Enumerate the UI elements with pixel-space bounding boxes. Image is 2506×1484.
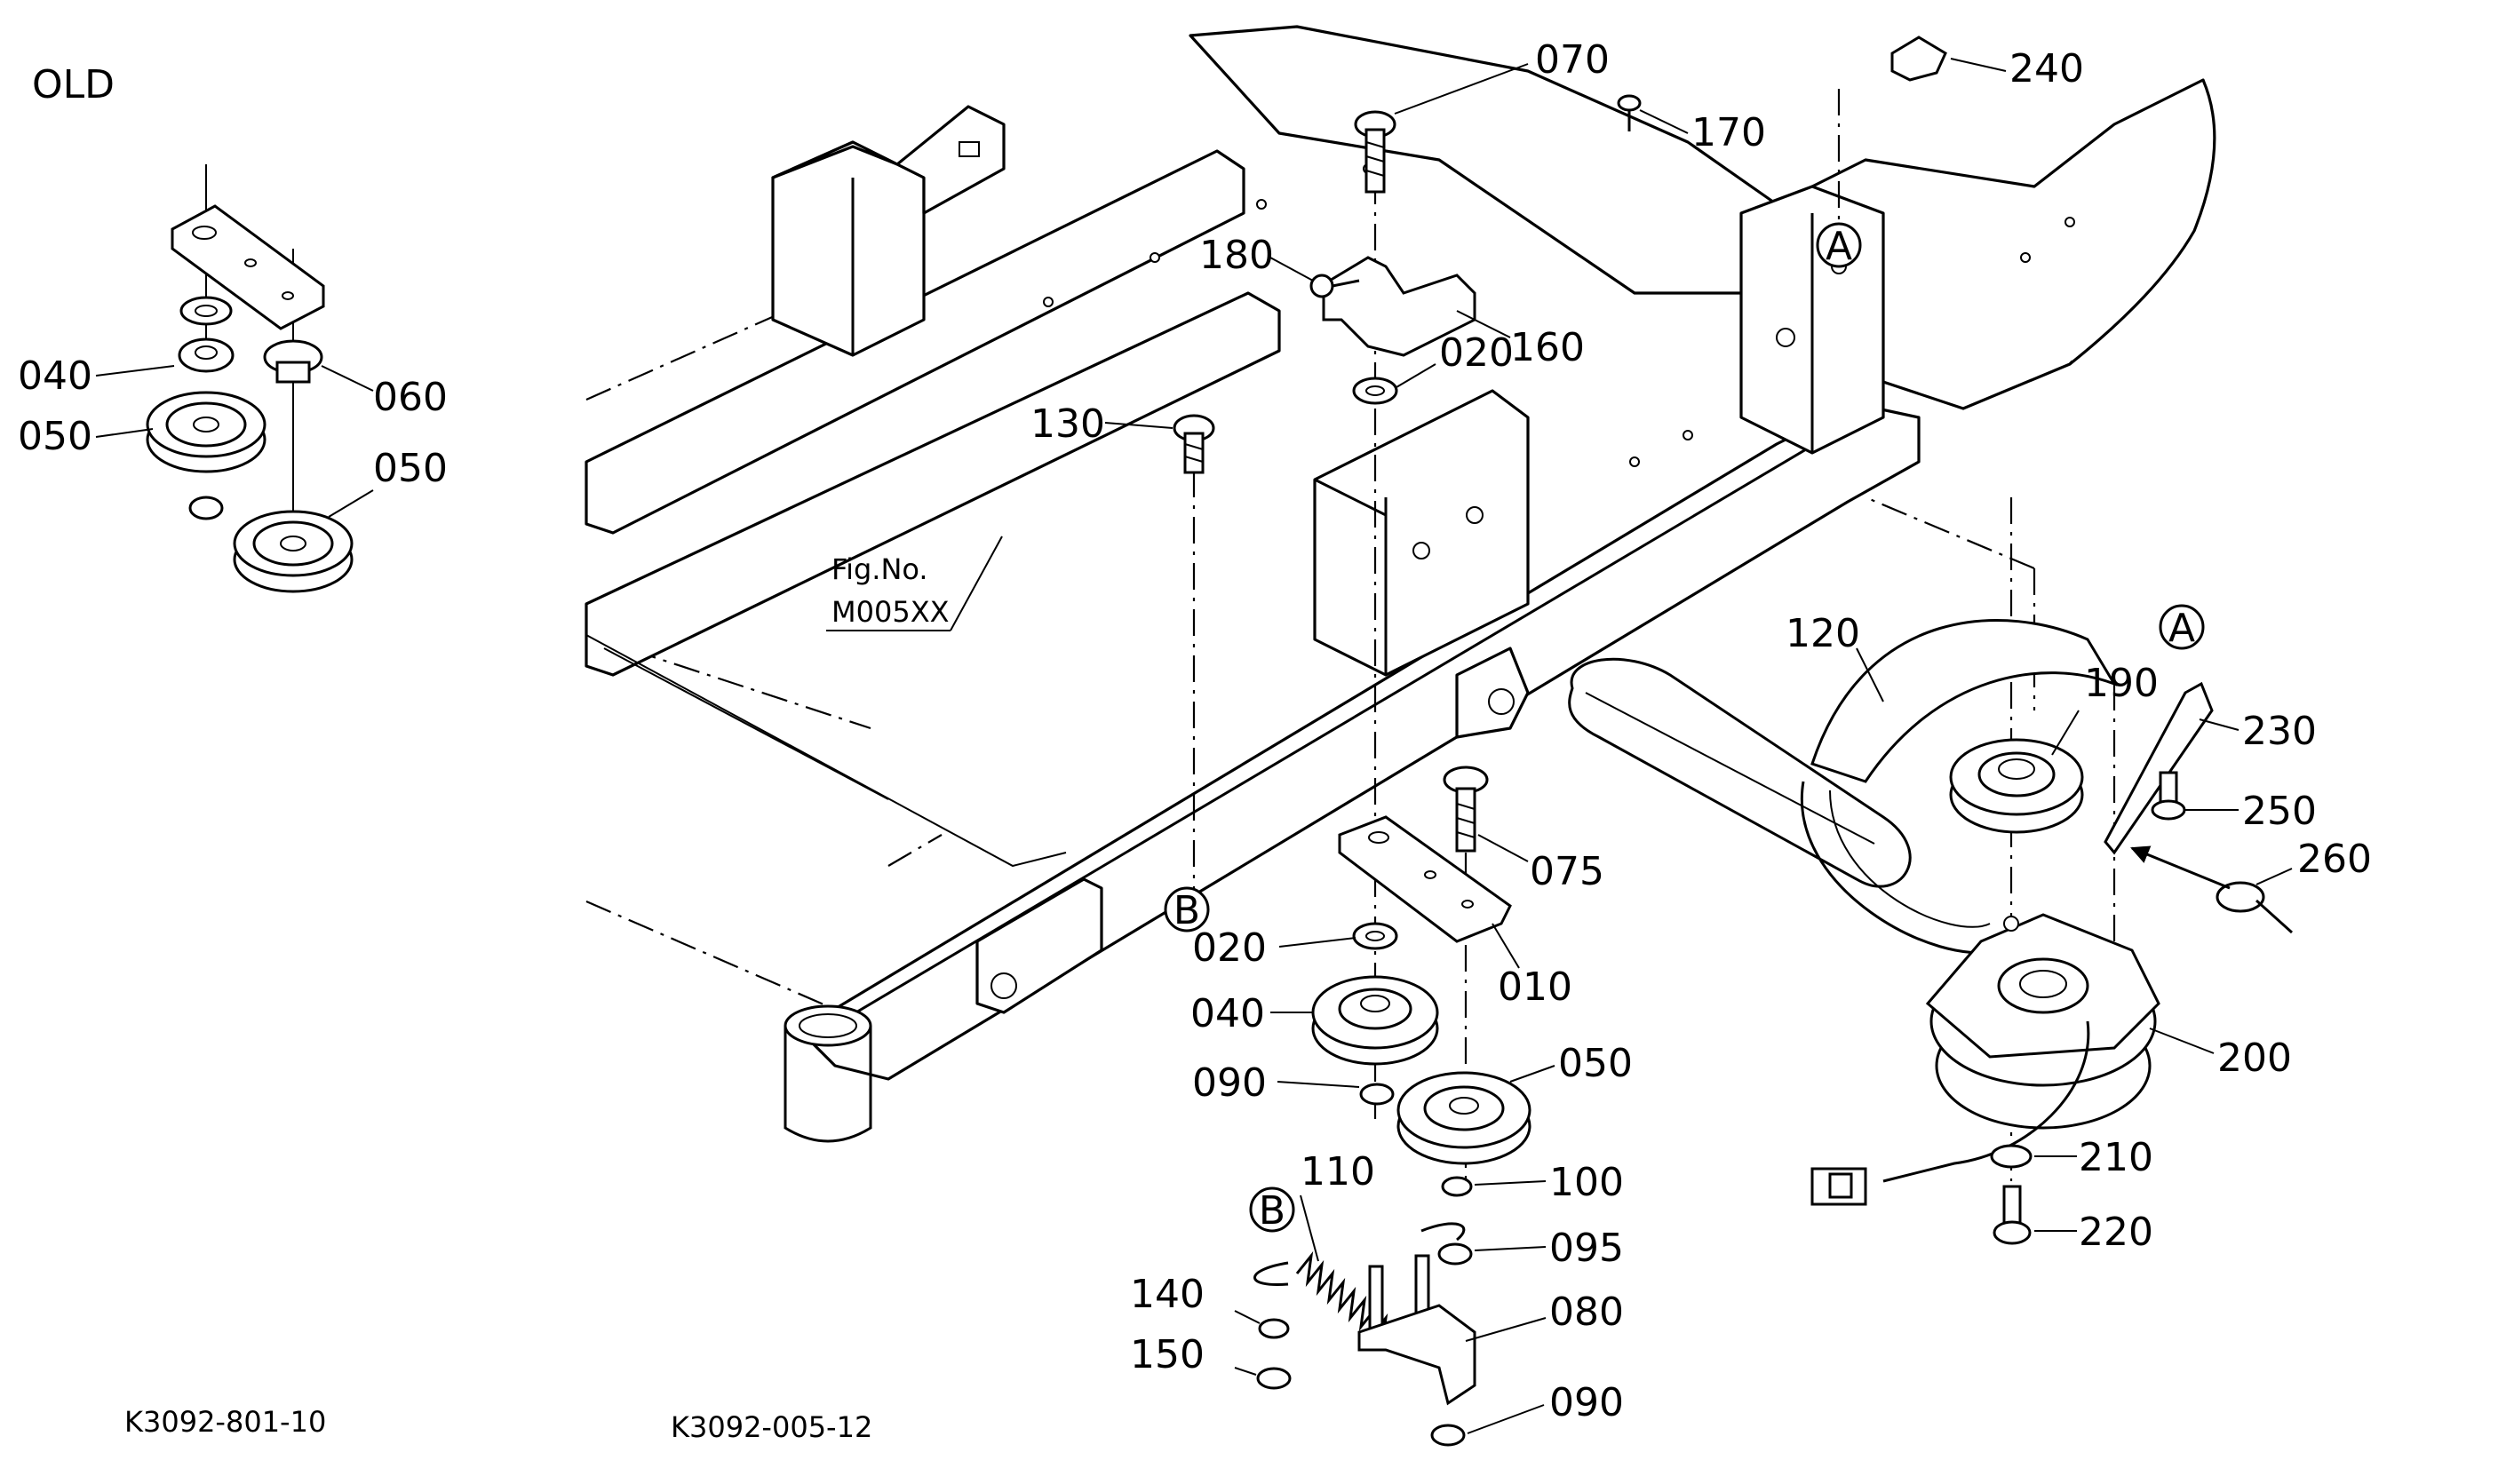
callout-old-050-lower: 050 [373,446,448,491]
callout-160: 160 [1510,325,1585,370]
nut-150 [1256,1367,1292,1390]
mower-frame [585,25,2216,1143]
nut-100 [1441,1176,1473,1197]
pulley-040 [1311,975,1439,1066]
bracket-160 [1322,256,1476,357]
callout-200: 200 [2217,1036,2292,1081]
old-label: OLD [32,62,115,107]
clutch-200 [1810,913,2160,1206]
callout-old-050-upper: 050 [18,414,92,459]
callout-020-upper: 020 [1439,330,1514,376]
clip-240 [1890,36,1947,82]
callout-075: 075 [1530,849,1604,894]
screw-170 [1617,94,1642,131]
callout-080: 080 [1549,1290,1624,1335]
callout-170: 170 [1691,110,1766,155]
callout-130: 130 [1030,401,1105,447]
nut-090-lower [1430,1424,1466,1447]
washer-210 [1990,1144,2033,1169]
callout-old-060: 060 [373,375,448,420]
callout-090-upper: 090 [1192,1060,1267,1106]
bolt-130 [1173,414,1215,474]
callout-old-040: 040 [18,353,92,399]
callout-230: 230 [2242,709,2317,754]
bracket-080 [1357,1254,1476,1406]
nut-095 [1437,1242,1473,1266]
mark-a-rod: A [2168,606,2195,651]
old-inset: OLD 040 050 060 050 K3092-801-10 [18,62,448,1439]
callout-210: 210 [2079,1135,2153,1180]
callout-220: 220 [2079,1210,2153,1255]
callout-180: 180 [1199,233,1274,278]
callout-090-lower: 090 [1549,1380,1624,1425]
old-nut [188,496,224,520]
mark-b-spring: B [1259,1188,1285,1234]
bolt-220 [1993,1185,2032,1245]
mark-a-frame: A [1826,224,1852,269]
callout-040: 040 [1190,991,1265,1036]
callout-140: 140 [1130,1272,1205,1317]
callout-095: 095 [1549,1226,1624,1271]
bolt-250 [2151,771,2186,821]
nut-090-upper [1359,1083,1395,1106]
callout-250: 250 [2242,789,2317,834]
figure-ref-label: Fig.No. [831,552,928,586]
pulley-190 [1949,738,2084,834]
callout-050: 050 [1558,1041,1633,1086]
callouts: 070 170 240 180 160 020 130 120 190 230 … [1030,37,2372,1434]
bolt-075 [1443,766,1489,853]
callout-240: 240 [2009,46,2084,91]
callout-100: 100 [1549,1160,1624,1205]
rod-230 [2104,681,2214,855]
old-figure-code: K3092-801-10 [124,1405,326,1439]
callout-150: 150 [1130,1332,1205,1377]
screw-180 [1309,274,1360,298]
bolt-070 [1354,110,1396,194]
callout-120: 120 [1786,611,1860,656]
callout-020-lower: 020 [1192,925,1267,971]
mark-b-frame: B [1173,888,1200,933]
reference-marks: A A B B [1164,222,2205,1234]
figure-ref-number: M005XX [831,595,950,629]
callout-260: 260 [2297,837,2372,882]
nut-140 [1258,1318,1290,1339]
idler-arm-010 [1338,815,1512,943]
clip-260 [2130,845,2294,934]
pulley-050 [1396,1071,1531,1165]
callout-190: 190 [2084,661,2159,706]
callout-070: 070 [1535,37,1610,83]
figure-reference: Fig.No. M005XX [826,536,1003,631]
callout-010: 010 [1498,964,1572,1010]
main-figure-code: K3092-005-12 [671,1410,872,1444]
center-mount-block [1313,389,1530,677]
callout-110: 110 [1301,1149,1375,1194]
